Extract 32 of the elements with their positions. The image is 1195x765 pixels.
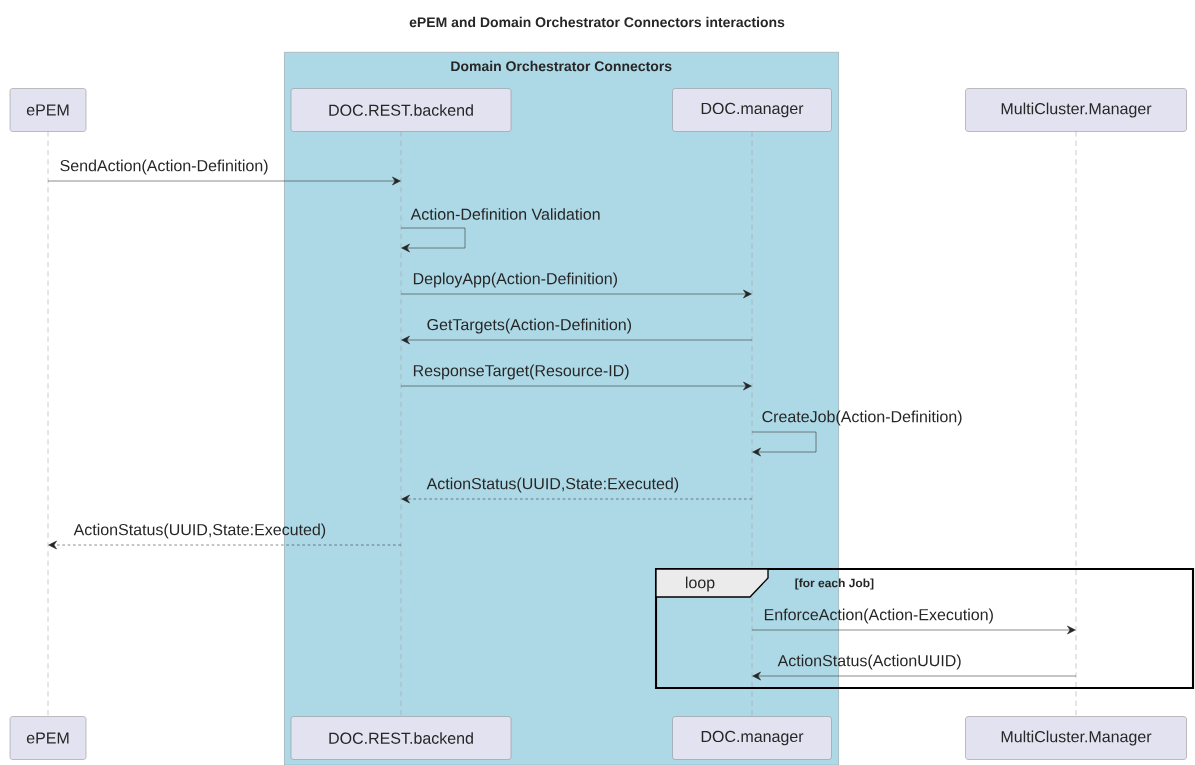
participant-box: MultiCluster.Manager [965,716,1187,760]
participant-box: DOC.manager [672,716,832,760]
loop-tab: loop [655,568,769,598]
participant-box: DOC.REST.backend [290,88,512,132]
message-arrow [400,289,752,299]
self-message-arrow [400,227,466,253]
participant-box: ePEM [9,716,87,760]
message-arrow [752,671,1077,681]
message-arrow [751,625,1076,635]
message-label: ActionStatus(UUID,State:Executed) [73,523,326,539]
message-arrow [48,540,402,550]
message-arrow [401,335,753,345]
participant-box: DOC.REST.backend [290,716,512,760]
participant-box: ePEM [9,88,87,132]
message-label: Action-Definition Validation [410,208,600,220]
message-label: GetTargets(Action-Definition) [427,318,631,334]
participant-box: MultiCluster.Manager [965,88,1187,132]
message-arrow [400,381,752,391]
message-label: EnforceAction(Action-Execution) [764,608,993,624]
message-label: ActionStatus(UUID,State:Executed) [426,477,679,493]
participant-box: DOC.manager [672,88,832,132]
group-title: Domain Orchestrator Connectors [451,60,672,72]
message-label: ActionStatus(ActionUUID) [777,654,961,670]
guard-label: [for each Job] [795,578,874,590]
message-label: DeployApp(Action-Definition) [413,272,617,288]
diagram-title: ePEM and Domain Orchestrator Connectors interactions [409,16,785,28]
message-arrow [47,176,401,186]
message-label: CreateJob(Action-Definition) [762,410,962,426]
self-message-arrow [751,431,817,457]
message-arrow [401,494,753,504]
message-label: ResponseTarget(Resource-ID) [413,364,629,380]
message-label: SendAction(Action-Definition) [60,159,268,175]
